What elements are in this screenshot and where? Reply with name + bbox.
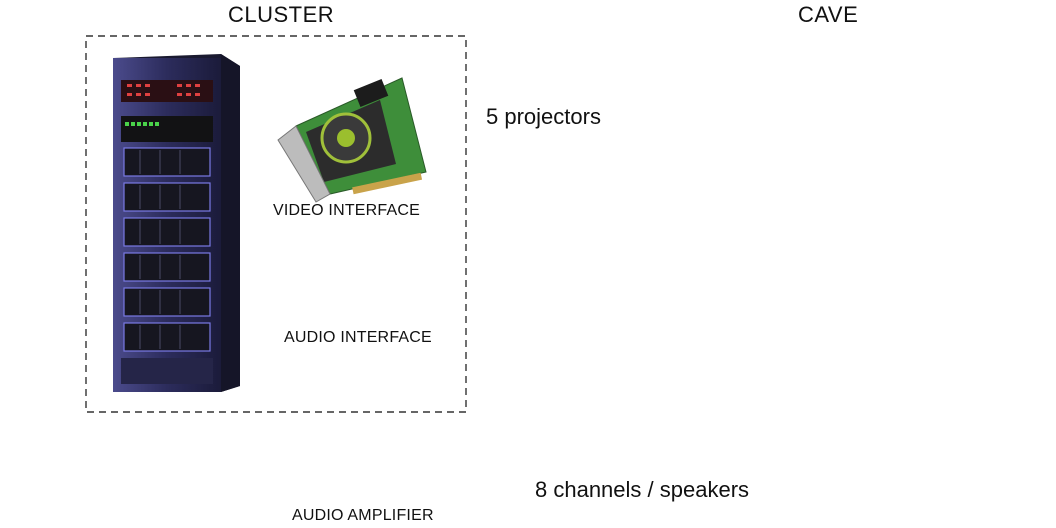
cluster-title: CLUSTER <box>228 2 335 27</box>
audio-interface-label: AUDIO INTERFACE <box>284 329 432 346</box>
cave-title: CAVE <box>798 2 859 27</box>
cluster-boundary <box>85 35 467 413</box>
rack-server-units <box>123 147 211 352</box>
projectors-connection-label: 5 projectors <box>486 104 601 129</box>
server-rack-icon <box>113 54 240 392</box>
graphics-card-icon <box>277 77 427 203</box>
audio-amplifier-label: AUDIO AMPLIFIER <box>292 507 434 524</box>
speakers-connection-label: 8 channels / speakers <box>535 477 750 502</box>
video-interface-label: VIDEO INTERFACE <box>273 202 421 219</box>
